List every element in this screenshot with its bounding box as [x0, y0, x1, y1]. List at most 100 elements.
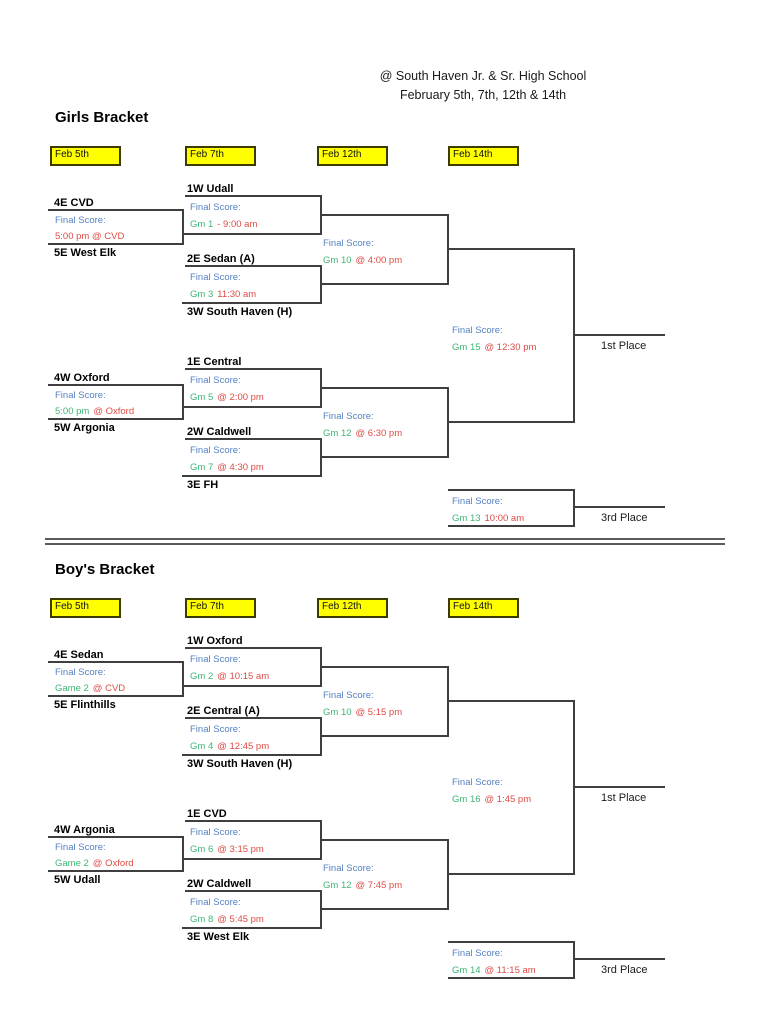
game-info: Gm 15@ 12:30 pm [452, 343, 536, 353]
game-time: @ 5:45 pm [217, 914, 264, 925]
bracket-line [320, 735, 447, 737]
bracket-line [573, 334, 665, 336]
team-name: 3E FH [187, 479, 219, 491]
girls-date-feb5: Feb 5th [50, 146, 121, 166]
team-name: 4W Argonia [54, 824, 115, 836]
game-number: Gm 1 [190, 219, 214, 230]
game-time: @ 12:30 pm [484, 342, 537, 353]
final-score-label: Final Score: [190, 272, 241, 283]
game-time: @ Oxford [93, 406, 135, 417]
final-score-label: Final Score: [452, 496, 503, 507]
final-score-label: Final Score: [452, 325, 503, 336]
bracket-separator [45, 538, 725, 545]
team-name: 1W Oxford [187, 635, 243, 647]
bracket-line [185, 438, 320, 440]
game-time: @ CVD [92, 683, 126, 694]
team-name: 3W South Haven (H) [187, 758, 293, 770]
bracket-line [48, 418, 182, 420]
bracket-line [48, 243, 182, 245]
final-score-label: Final Score: [323, 690, 374, 701]
game-number: Gm 12 [323, 428, 352, 439]
game-info: Gm 4@ 12:45 pm [190, 742, 269, 752]
game-time: @ 7:45 pm [355, 880, 403, 891]
game-number: Gm 2 [190, 671, 214, 682]
final-score-label: Final Score: [55, 390, 106, 401]
final-score-label: Final Score: [190, 202, 241, 213]
bracket-line [48, 695, 182, 697]
bracket-line [320, 839, 447, 841]
event-header: @ South Haven Jr. & Sr. High School Febr… [328, 67, 638, 105]
team-name: 2W Caldwell [187, 426, 252, 438]
game-info: Gm 1- 9:00 am [190, 220, 257, 230]
game-number: Game 2 [55, 858, 89, 869]
game-info: Gm 10@ 5:15 pm [323, 708, 402, 718]
team-name: 4W Oxford [54, 372, 110, 384]
bracket-line [182, 475, 320, 477]
team-name: 5W Argonia [54, 422, 115, 434]
game-time: @ 4:30 pm [217, 462, 264, 473]
bracket-line [182, 233, 320, 235]
team-name: 3E West Elk [187, 931, 250, 943]
game-info: Game 2@ CVD [55, 684, 125, 694]
girls-date-feb12: Feb 12th [317, 146, 388, 166]
bracket-line [182, 754, 320, 756]
bracket-line [185, 820, 320, 822]
event-venue: @ South Haven Jr. & Sr. High School [379, 69, 587, 83]
game-time: @ 1:45 pm [484, 794, 532, 805]
game-number: Gm 10 [323, 707, 352, 718]
bracket-line [182, 661, 184, 697]
boys-date-feb5: Feb 5th [50, 598, 121, 618]
bracket-line [448, 977, 573, 979]
bracket-line [182, 858, 320, 860]
game-info: Gm 16@ 1:45 pm [452, 795, 531, 805]
bracket-line [185, 717, 320, 719]
final-score-label: Final Score: [323, 863, 374, 874]
bracket-line [447, 421, 573, 423]
bracket-line [573, 941, 575, 979]
final-score-label: Final Score: [55, 842, 106, 853]
bracket-line [573, 506, 665, 508]
boys-bracket-title: Boy's Bracket [55, 561, 155, 578]
game-number: Gm 5 [190, 392, 214, 403]
team-name: 5W Udall [54, 874, 101, 886]
final-score-label: Final Score: [452, 948, 503, 959]
bracket-line [182, 209, 184, 245]
girls-date-feb14: Feb 14th [448, 146, 519, 166]
bracket-line [182, 685, 320, 687]
first-place-label: 1st Place [601, 792, 647, 804]
final-score-label: Final Score: [190, 897, 241, 908]
team-name: 4E Sedan [54, 649, 104, 661]
game-number: Gm 6 [190, 844, 214, 855]
game-info: Gm 5@ 2:00 pm [190, 393, 264, 403]
game-number: Gm 8 [190, 914, 214, 925]
bracket-line [320, 666, 447, 668]
game-info: Gm 14@ 11:15 am [452, 966, 536, 976]
game-number: Gm 10 [323, 255, 352, 266]
first-place-label: 1st Place [601, 340, 647, 352]
final-score-label: Final Score: [190, 827, 241, 838]
game-number: Gm 3 [190, 289, 214, 300]
bracket-line [185, 265, 320, 267]
girls-date-feb7: Feb 7th [185, 146, 256, 166]
team-name: 5E West Elk [54, 247, 117, 259]
game-number: Gm 12 [323, 880, 352, 891]
game-info: 5:00 pm @ CVD [55, 232, 124, 242]
team-name: 5E Flinthills [54, 699, 116, 711]
game-number: Gm 13 [452, 513, 481, 524]
bracket-line [48, 209, 182, 211]
final-score-label: Final Score: [190, 654, 241, 665]
game-time: 11:30 am [217, 289, 257, 300]
bracket-line [185, 195, 320, 197]
bracket-line [320, 214, 447, 216]
final-score-label: Final Score: [190, 724, 241, 735]
bracket-line [320, 908, 447, 910]
game-time: @ 3:15 pm [217, 844, 264, 855]
game-time: @ 2:00 pm [217, 392, 264, 403]
game-time: @ 5:15 pm [355, 707, 403, 718]
game-time: 5:00 pm @ CVD [55, 231, 125, 242]
bracket-line [48, 836, 182, 838]
team-name: 4E CVD [54, 197, 94, 209]
boys-date-feb7: Feb 7th [185, 598, 256, 618]
